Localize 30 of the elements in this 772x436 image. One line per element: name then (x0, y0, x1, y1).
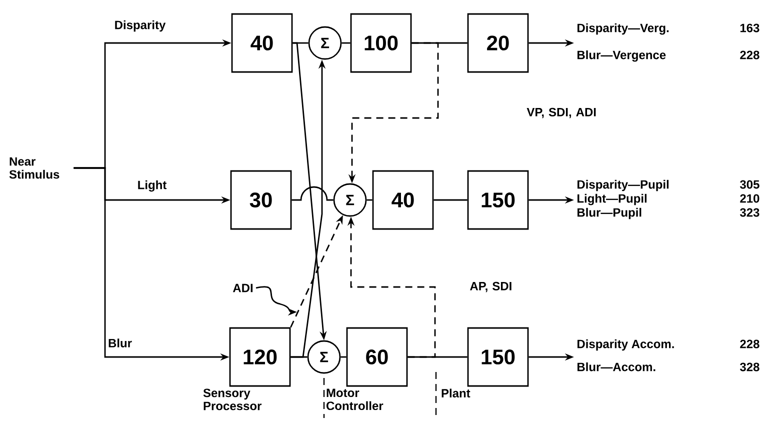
output-list: Disparity Accom. 228 Blur—Accom. 328 (578, 339, 760, 372)
connector-line (366, 199, 372, 201)
summing-junction: Σ (333, 183, 367, 217)
text-label: Motor Controller (326, 388, 384, 410)
process-box: 150 (467, 170, 529, 230)
process-box: 30 (230, 170, 292, 230)
text-label: ADI (232, 284, 253, 292)
output-list: Disparity—Verg. 163 Blur—Vergence 228 (578, 23, 760, 62)
summing-junction: Σ (307, 340, 341, 374)
process-box: 40 (372, 170, 434, 230)
process-box: 120 (229, 327, 291, 387)
text-label: VP, SDI, ADI (526, 108, 596, 118)
text-label: Near Stimulus (9, 157, 60, 179)
process-box: 60 (346, 327, 408, 387)
process-box: 100 (350, 13, 412, 73)
process-box: 40 (231, 13, 293, 73)
text-label: Sensory Processor (203, 388, 262, 410)
edge-label: Disparity (115, 20, 166, 32)
text-label: AP, SDI (470, 282, 512, 292)
edge-label: Light (138, 180, 167, 192)
process-box: 20 (467, 13, 529, 73)
edge-label: Blur (108, 338, 132, 348)
connector-line (340, 356, 346, 358)
process-box: 150 (467, 327, 529, 387)
summing-junction: Σ (308, 26, 342, 60)
text-label: Plant (442, 388, 470, 398)
connector-line (292, 186, 334, 201)
connector-line (342, 42, 350, 44)
output-list: Disparity—Pupil 305 Light—Pupil 210 Blur—Pupil 323 (578, 180, 760, 220)
connector-line (434, 199, 468, 201)
